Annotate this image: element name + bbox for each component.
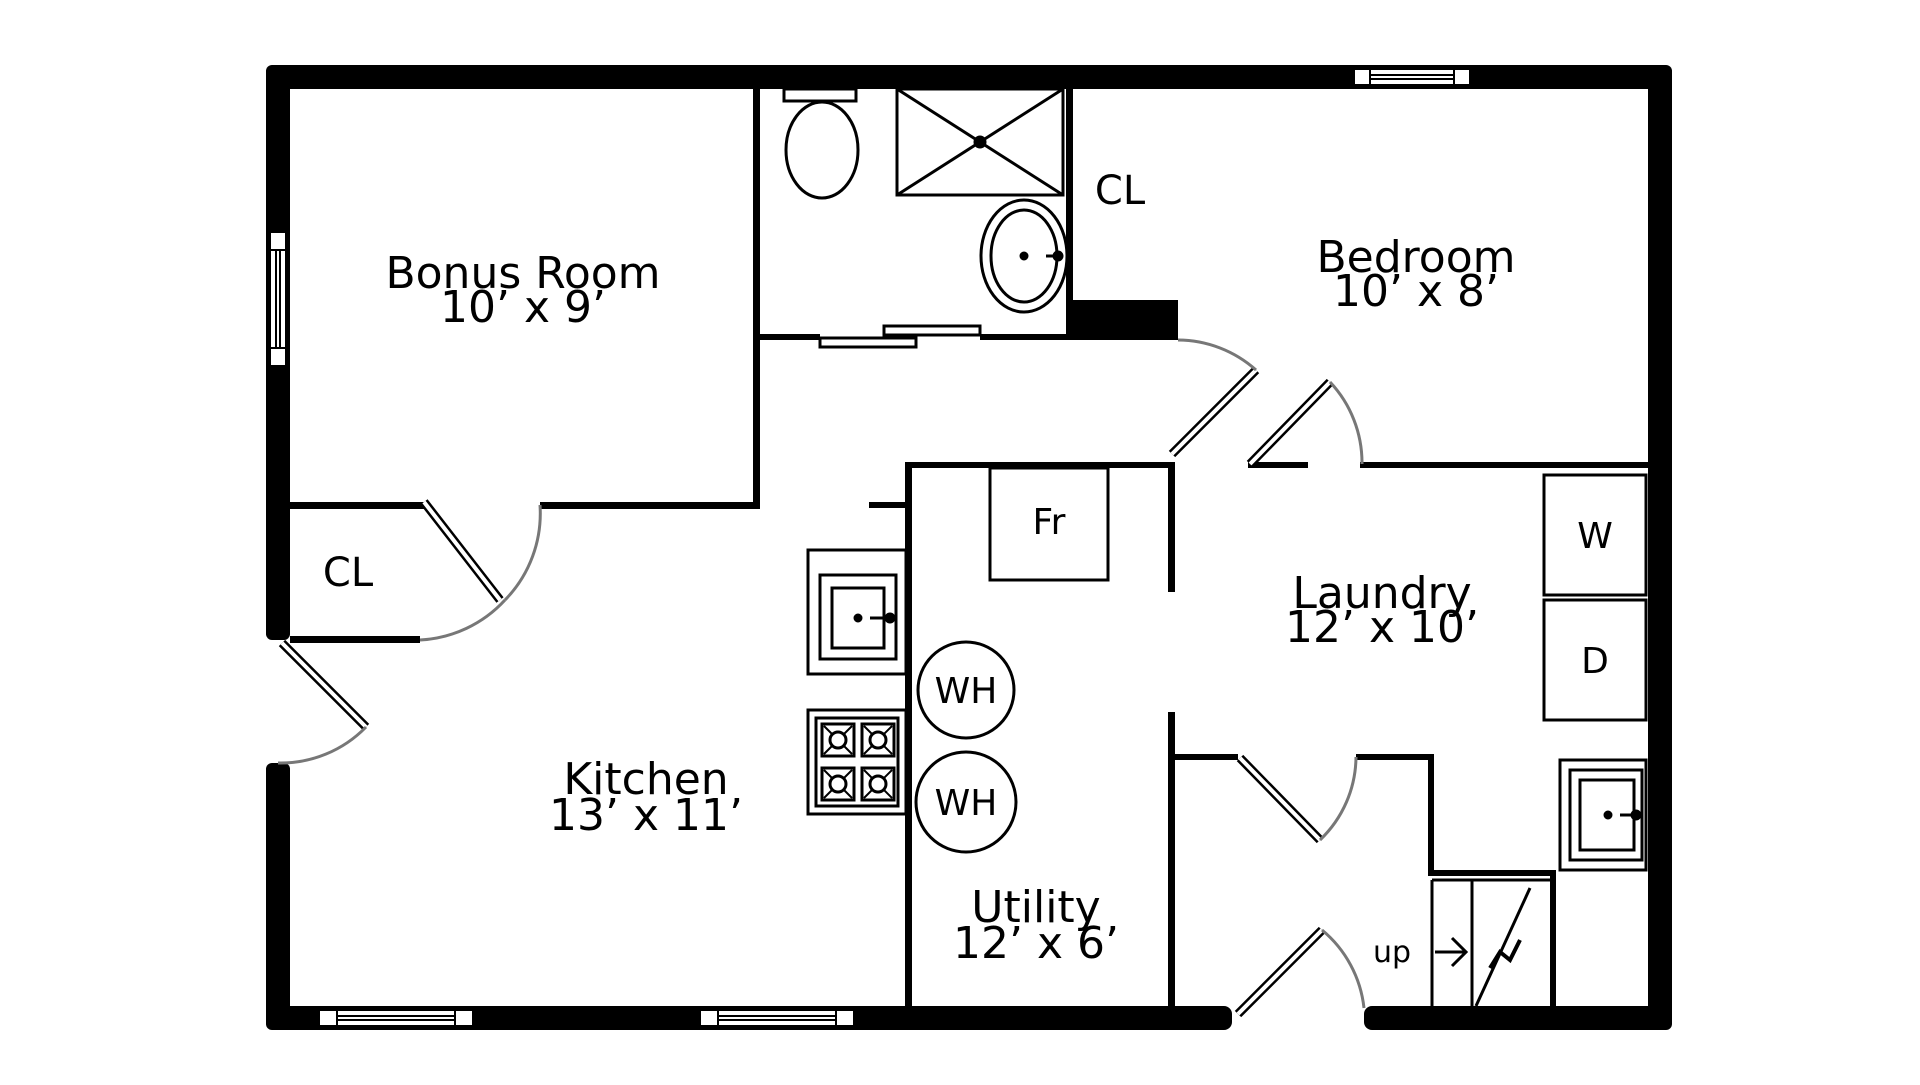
bedroom-size: 10’ x 8’ xyxy=(1333,266,1499,317)
window-kitchen-1 xyxy=(318,1009,474,1027)
water-heater-label-1: WH xyxy=(935,671,998,712)
toilet-icon xyxy=(782,87,860,200)
stove-icon xyxy=(806,708,908,816)
laundry-sink-icon xyxy=(1558,758,1648,872)
interior-walls xyxy=(290,89,1648,1006)
door-bedroom xyxy=(1246,378,1364,468)
utility-fixtures xyxy=(914,466,1648,872)
labels: Bonus Room 10’ x 9’ Bedroom 10’ x 8’ Kit… xyxy=(323,168,1613,970)
door-bonus-closet xyxy=(419,499,542,642)
washer-icon xyxy=(1542,473,1648,597)
kitchen-size: 13’ x 11’ xyxy=(549,790,743,841)
dryer-icon xyxy=(1542,598,1648,722)
stairs-icon xyxy=(1430,878,1550,1007)
laundry-name: Laundry xyxy=(1292,568,1471,619)
bonus-room-size: 10’ x 9’ xyxy=(440,282,606,333)
fridge-label: Fr xyxy=(1033,502,1066,543)
washer-label: W xyxy=(1577,516,1613,557)
window-kitchen-2 xyxy=(699,1009,855,1027)
laundry-size: 12’ x 10’ xyxy=(1285,602,1479,653)
water-heater-label-2: WH xyxy=(935,783,998,824)
bonus-room-name: Bonus Room xyxy=(385,248,660,299)
door-lower-hall xyxy=(1236,754,1358,844)
bath-closet-label: CL xyxy=(1095,168,1146,214)
shower-icon xyxy=(895,87,1065,197)
water-heater-icon xyxy=(916,640,1016,740)
kitchen-sink-icon xyxy=(806,548,908,676)
bedroom-name: Bedroom xyxy=(1316,232,1515,283)
water-heater-icon xyxy=(914,750,1018,854)
dryer-label: D xyxy=(1581,641,1609,682)
door-entry xyxy=(277,639,370,765)
door-hall-bath xyxy=(1168,338,1260,458)
stairs-up-label: up xyxy=(1373,935,1411,970)
bonus-closet-label: CL xyxy=(323,550,374,596)
kitchen-fixtures xyxy=(806,548,908,816)
window-bedroom xyxy=(1353,68,1471,86)
utility-size: 12’ x 6’ xyxy=(953,918,1119,969)
kitchen-name: Kitchen xyxy=(563,754,728,805)
bathroom-fixtures xyxy=(782,87,1069,314)
exterior-walls xyxy=(266,65,1672,1030)
utility-name: Utility xyxy=(971,882,1100,933)
door-bath-sliding xyxy=(818,324,982,349)
doors xyxy=(277,324,1366,1018)
fridge-icon xyxy=(988,466,1110,582)
windows xyxy=(269,68,1471,1027)
bath-sink-icon xyxy=(979,198,1069,314)
window-bonus-room xyxy=(269,231,287,367)
door-exterior-back xyxy=(1234,926,1366,1018)
